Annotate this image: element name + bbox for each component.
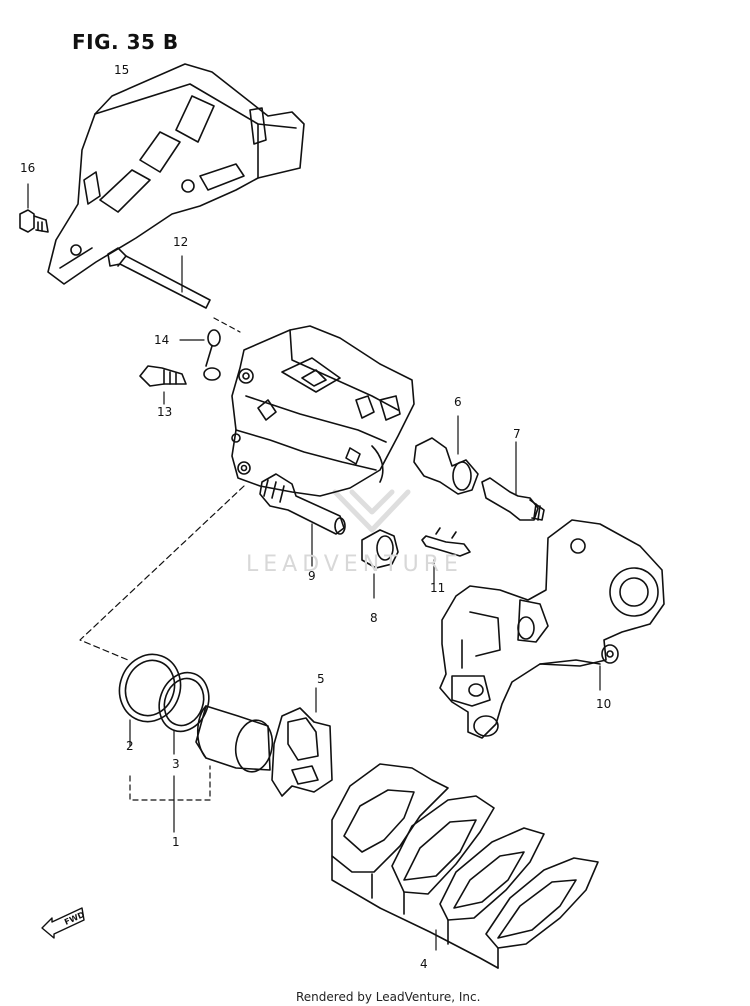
part-11-pad-spring [421,527,471,585]
fwd-label-text: FWD [63,910,86,927]
part-15-caliper-guard [47,63,305,285]
callout-6: 6 [454,395,462,409]
fwd-arrow-icon [41,907,85,939]
figure-title: FIG. 35 B [72,30,179,54]
watermark-text: LEADVENTURE [246,552,463,577]
callout-16: 16 [20,161,36,175]
part-7-sleeve-bolt [481,441,545,521]
part-13-bleeder-valve [139,365,187,405]
callout-9: 9 [308,569,316,583]
credit-text: Rendered by LeadVenture, Inc. [296,990,481,1004]
part-14-bleeder-cap [179,329,221,381]
caliper-piston [195,705,274,773]
part-12-pin [107,247,241,333]
callout-2: 2 [126,739,134,753]
callout-3: 3 [172,757,180,771]
part-5-pad-shim [271,687,333,797]
callout-13: 13 [157,405,173,419]
part-2-piston-seal [118,653,182,723]
part-8-boot [361,529,399,599]
callout-1: 1 [172,835,180,849]
callout-12: 12 [173,235,189,249]
part-9-slide-pin [259,473,346,567]
callout-14: 14 [154,333,170,347]
part-3-dust-seal [158,671,210,733]
part-16-bolt [19,183,49,233]
callout-4: 4 [420,957,428,971]
leader-line-caliper-to-seals [79,485,245,661]
leadventure-logo-icon [332,489,411,533]
callout-5: 5 [317,672,325,686]
callout-8: 8 [370,611,378,625]
part-10-caliper-bracket [439,519,665,739]
callout-10: 10 [596,697,612,711]
callout-7: 7 [513,427,521,441]
caliper-body [231,325,415,497]
leader-lines-seal-group [129,719,211,833]
callout-15: 15 [114,63,130,77]
fwd-label: FWD [63,910,86,927]
part-6-sleeve-boot [413,415,479,495]
callout-11: 11 [430,581,446,595]
part-4-brake-pads [331,763,599,969]
